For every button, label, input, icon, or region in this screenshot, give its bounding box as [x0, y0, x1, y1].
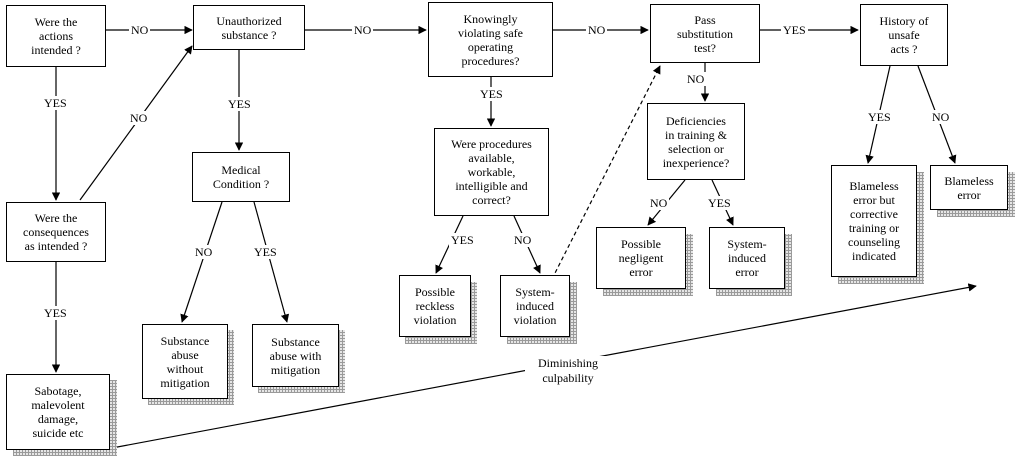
question-medical-condition: Medical Condition ?	[192, 152, 290, 202]
question-pass-substitution: Pass substitution test?	[650, 4, 760, 63]
diminishing-culpability-label: Diminishing culpability	[525, 356, 611, 386]
edge-medical-to-with	[253, 201, 290, 323]
outcome-system-induced-violation: System- induced violation	[500, 275, 570, 337]
outcome-system-induced-error: System- induced error	[709, 227, 785, 289]
edge-label-no: NO	[586, 23, 608, 37]
question-consequences-intended: Were the consequences as intended ?	[6, 202, 106, 262]
edge-label-yes: YES	[866, 110, 893, 124]
edge-label-yes: YES	[42, 96, 69, 110]
edge-system-violation-to-substitution	[551, 65, 661, 280]
outcome-blameless-error: Blameless error	[930, 165, 1008, 210]
edge-label-no: NO	[352, 23, 374, 37]
outcome-substance-abuse-with-mitigation: Substance abuse with mitigation	[252, 324, 339, 387]
edge-label-yes: YES	[42, 306, 69, 320]
edge-label-yes: YES	[449, 233, 476, 247]
edge-label-no: NO	[685, 72, 707, 86]
outcome-possible-reckless-violation: Possible reckless violation	[399, 275, 471, 337]
edge-label-no: NO	[512, 233, 534, 247]
edge-label-yes: YES	[781, 23, 808, 37]
outcome-sabotage: Sabotage, malevolent damage, suicide etc	[6, 374, 110, 450]
edge-label-yes: YES	[226, 97, 253, 111]
question-unauthorized-substance: Unauthorized substance ?	[193, 5, 305, 50]
outcome-substance-abuse-without-mitigation: Substance abuse without mitigation	[142, 324, 228, 399]
edge-label-no: NO	[129, 23, 151, 37]
question-actions-intended: Were the actions intended ?	[6, 5, 106, 67]
edge-label-no: NO	[648, 196, 670, 210]
question-procedures-available: Were procedures available, workable, int…	[434, 128, 549, 216]
edge-label-no: NO	[193, 245, 215, 259]
outcome-blameless-error-corrective: Blameless error but corrective training …	[831, 165, 917, 277]
edge-medical-to-without	[180, 201, 223, 323]
edge-label-yes: YES	[478, 87, 505, 101]
outcome-possible-negligent-error: Possible negligent error	[596, 227, 686, 289]
question-knowingly-violating: Knowingly violating safe operating proce…	[428, 2, 553, 77]
edge-label-no: NO	[930, 110, 952, 124]
edge-label-yes: YES	[252, 245, 279, 259]
question-history-unsafe-acts: History of unsafe acts ?	[860, 4, 948, 66]
edge-label-no: NO	[128, 111, 150, 125]
edge-label-yes: YES	[706, 196, 733, 210]
question-deficiencies-training: Deficiencies in training & selection or …	[647, 103, 745, 180]
